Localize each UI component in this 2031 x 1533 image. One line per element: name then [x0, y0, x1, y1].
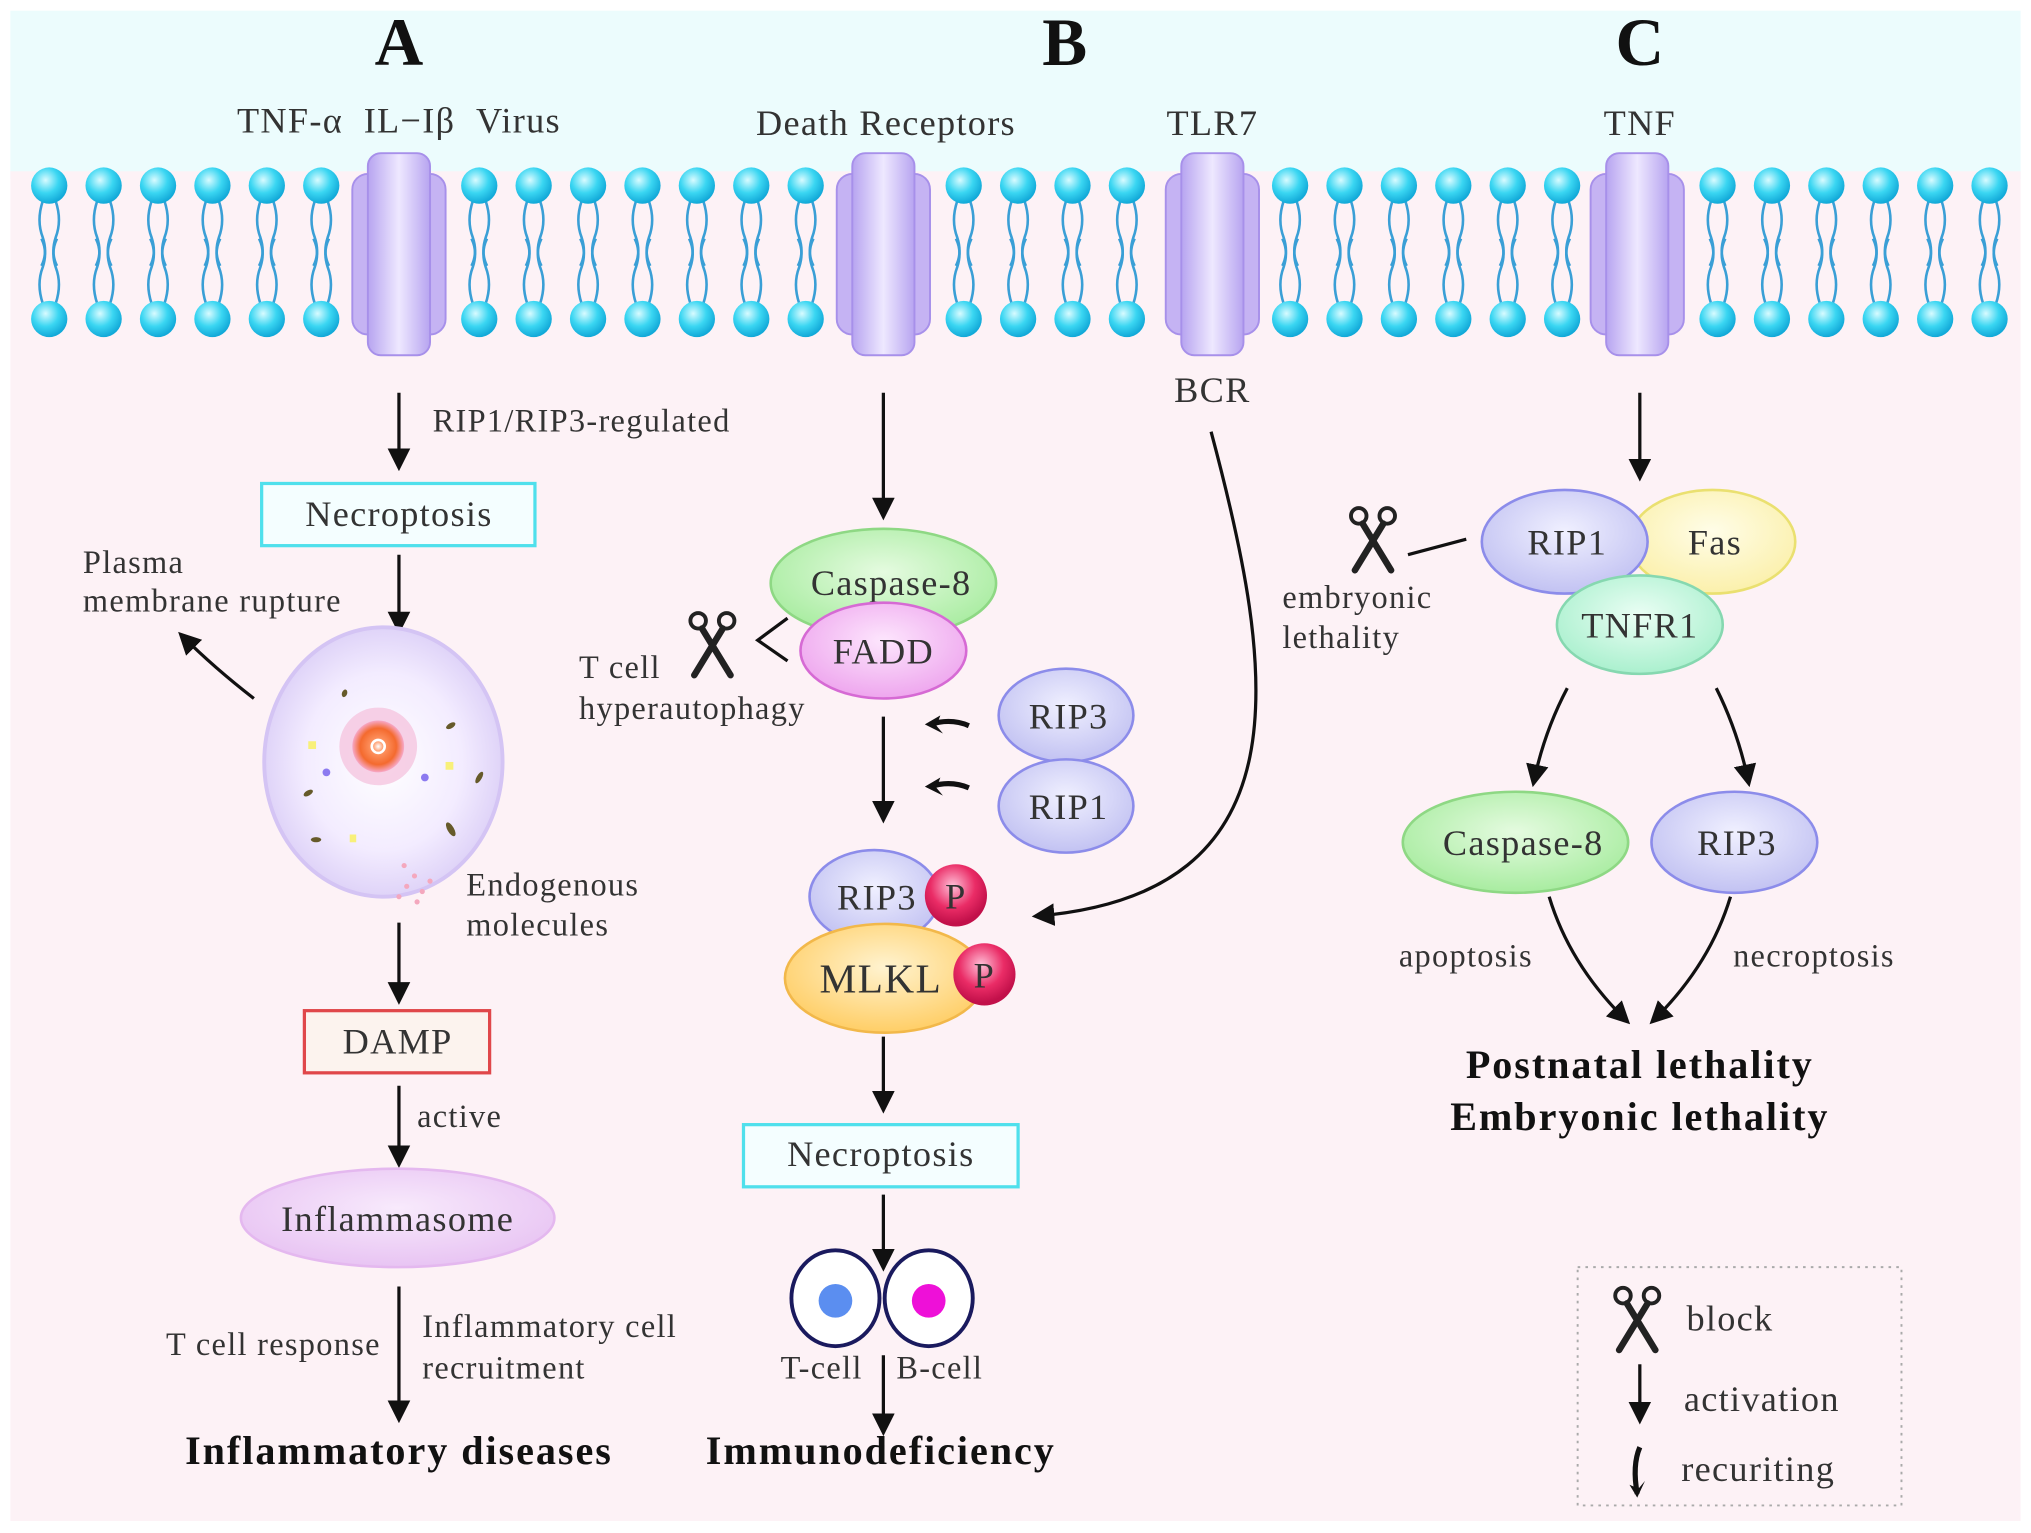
legend: block activation recuriting — [1576, 1266, 1903, 1507]
outcome-inflammatory-diseases: Inflammatory diseases — [185, 1428, 613, 1473]
necroptosis-box-b — [741, 1123, 1020, 1189]
b-cell-label: B-cell — [896, 1351, 983, 1387]
necroptosis-box-a — [260, 481, 537, 548]
block-bracket-b — [754, 616, 789, 663]
rip1-label-b: RIP1 — [1029, 787, 1109, 827]
phospho-badge-mlkl — [953, 943, 1016, 1006]
rip3-label-b: RIP3 — [1029, 696, 1109, 736]
phospho-label-rip3: P — [945, 876, 966, 916]
block-label-b-2: hyperautophagy — [579, 691, 806, 727]
arrow-c-right — [1714, 687, 1757, 788]
mlkl-label: MLKL — [820, 956, 943, 1002]
endogenous-label-2: molecules — [466, 908, 609, 944]
inflammasome-node — [239, 1167, 556, 1269]
caspase8-label-b: Caspase-8 — [811, 563, 972, 603]
recruitment-label-1: Inflammatory cell — [422, 1309, 677, 1345]
panel-c: Fas RIP1 TNFR1 embryonic lethality Caspa… — [1282, 392, 1895, 1139]
legend-label-activation: activation — [1684, 1379, 1840, 1419]
caspase8-node-c — [1401, 790, 1630, 895]
block-label-c-2: lethality — [1282, 620, 1400, 656]
receptor-a — [351, 152, 447, 357]
stimuli-label-a: TNF-α IL−Iβ Virus — [237, 100, 561, 140]
rip3-label-c: RIP3 — [1697, 823, 1777, 863]
receptor-tlr7 — [1164, 152, 1260, 357]
fadd-node — [799, 601, 968, 700]
tnfr1-node — [1555, 574, 1725, 676]
arrow-c-left — [1526, 687, 1569, 788]
necroptosis-label-c: necroptosis — [1733, 939, 1895, 975]
recruitment-label-2: recruitment — [422, 1351, 585, 1387]
block-label-c-1: embryonic — [1282, 580, 1432, 616]
rupture-label-2: membrane rupture — [83, 584, 342, 620]
rip3-node-c — [1650, 790, 1819, 895]
necroptosis-label-a: Necroptosis — [305, 494, 492, 534]
arrow-apoptosis — [1547, 896, 1631, 1025]
block-label-b-1: T cell — [579, 650, 661, 686]
outcome-postnatal-lethality: Postnatal lethality — [1466, 1042, 1814, 1087]
extracellular-space — [10, 10, 2021, 180]
phospho-badge-rip3 — [924, 864, 988, 927]
receptor-label-tnf: TNF — [1604, 103, 1676, 143]
panel-label-b: B — [1042, 5, 1087, 80]
receptor-label-tlr7: TLR7 — [1166, 103, 1258, 143]
t-cell-response-label: T cell response — [166, 1327, 381, 1363]
inflammasome-label: Inflammasome — [281, 1199, 514, 1239]
receptor-label-death: Death Receptors — [756, 103, 1016, 143]
panel-label-c: C — [1616, 5, 1665, 80]
arrow-bcr — [1031, 431, 1258, 926]
t-cell-label: T-cell — [781, 1351, 863, 1387]
arrow-necroptosis — [1649, 896, 1733, 1025]
rip3-phospho-label: RIP3 — [837, 878, 917, 918]
t-cell-icon — [789, 1248, 882, 1349]
rip1-node-c — [1480, 488, 1649, 595]
apoptosis-label: apoptosis — [1399, 939, 1533, 975]
label-rip1-rip3-regulated: RIP1/RIP3-regulated — [433, 404, 731, 440]
panel-b: Caspase-8 FADD T cell hyperautophagy RIP… — [579, 392, 1258, 1473]
active-label: active — [417, 1099, 502, 1135]
rip1-label-c: RIP1 — [1527, 523, 1607, 563]
receptor-death — [835, 152, 931, 357]
legend-label-recruiting: recuriting — [1681, 1449, 1835, 1489]
damp-box — [302, 1009, 492, 1075]
legend-label-block: block — [1686, 1299, 1773, 1339]
rupture-label-1: Plasma — [83, 545, 184, 581]
outcome-immunodeficiency: Immunodeficiency — [706, 1428, 1056, 1473]
necrotic-cell-icon — [262, 625, 505, 905]
receptor-label-bcr: BCR — [1174, 370, 1250, 410]
b-cell-icon — [882, 1248, 975, 1349]
caspase8-label-c: Caspase-8 — [1443, 823, 1604, 863]
necroptosis-label-b: Necroptosis — [787, 1134, 974, 1174]
receptor-tnf — [1589, 152, 1685, 357]
panel-a: RIP1/RIP3-regulated Necroptosis Plasma m… — [83, 392, 731, 1473]
arrow-rupture — [178, 631, 255, 700]
phospho-label-mlkl: P — [974, 955, 995, 995]
curved-arrow-icon — [1629, 1446, 1646, 1498]
endogenous-label-1: Endogenous — [466, 867, 639, 903]
fas-label: Fas — [1688, 523, 1742, 563]
tnfr1-label: TNFR1 — [1581, 606, 1698, 646]
block-line-c — [1407, 537, 1467, 557]
fadd-label: FADD — [833, 632, 934, 672]
panel-label-a: A — [375, 5, 424, 80]
rip1-node-b — [997, 758, 1135, 854]
outcome-embryonic-lethality: Embryonic lethality — [1450, 1094, 1829, 1139]
damp-label: DAMP — [343, 1021, 453, 1061]
legend-box — [1576, 1266, 1903, 1507]
